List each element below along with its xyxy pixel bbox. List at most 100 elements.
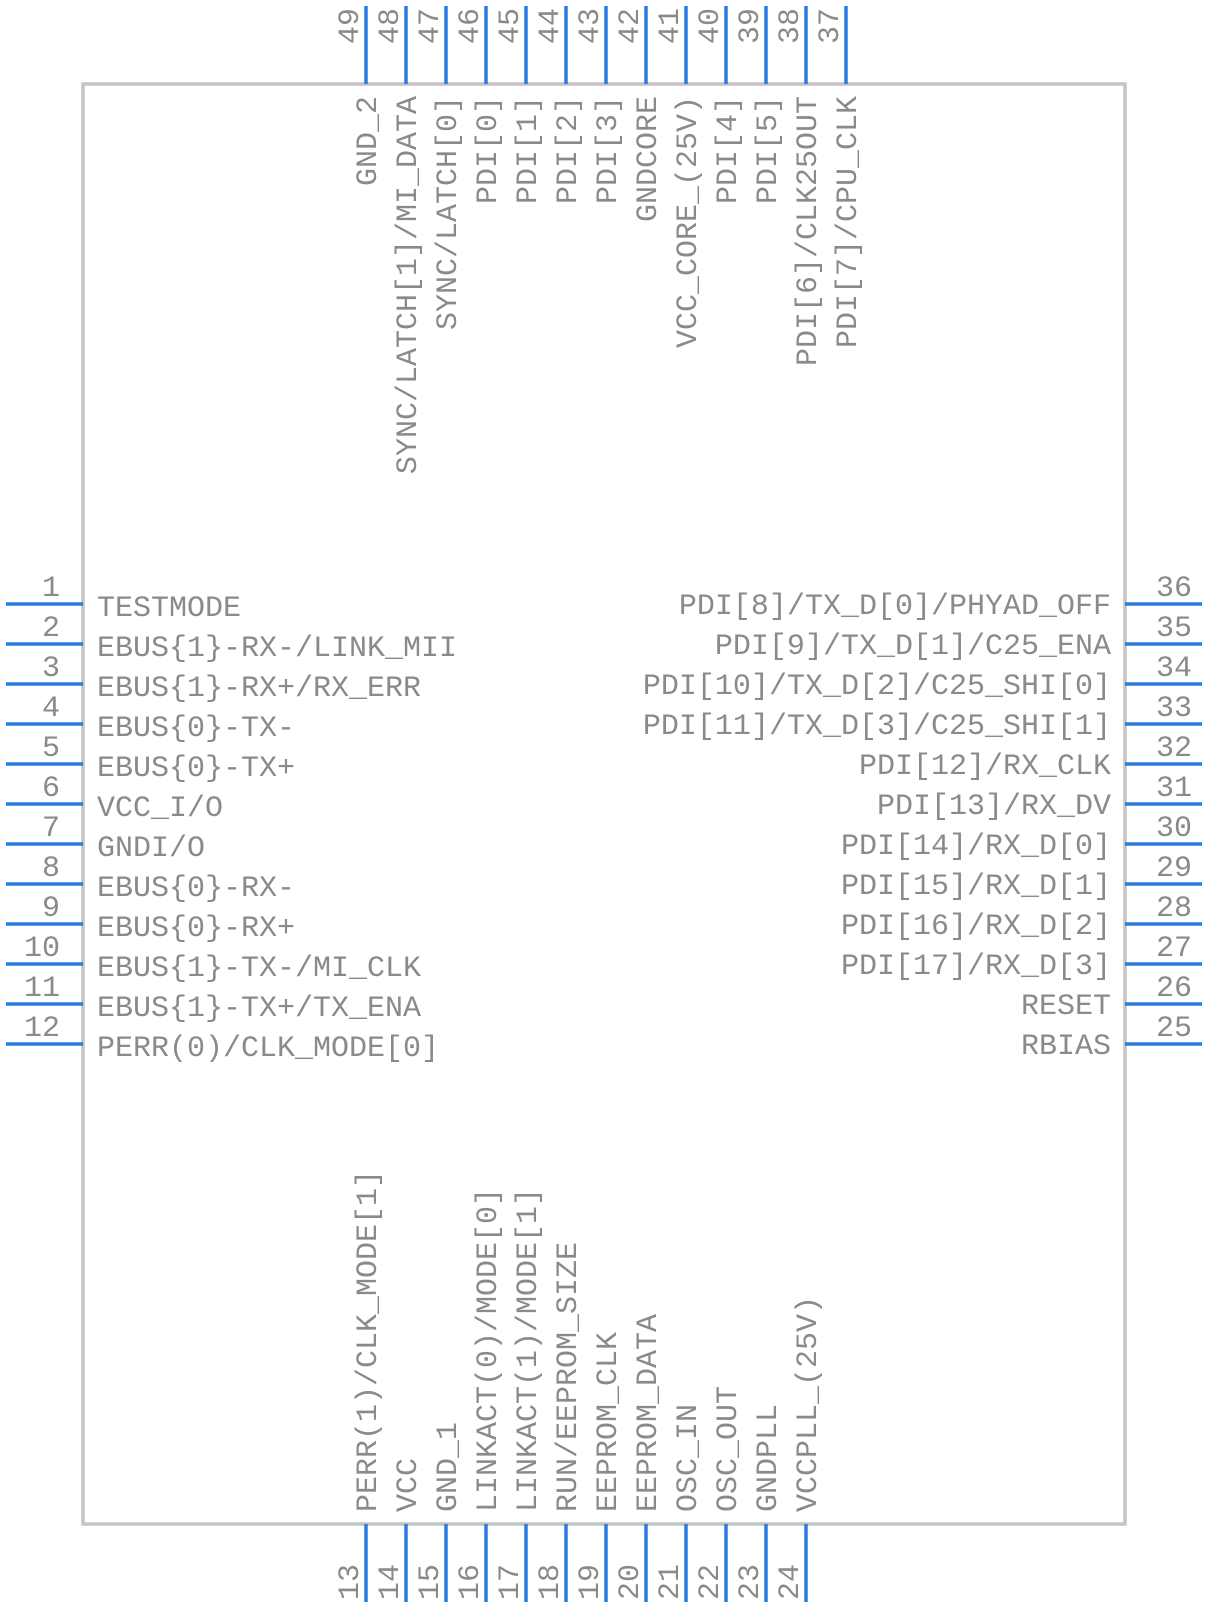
pin-13-label: PERR(1)/CLK_MODE[1] bbox=[352, 1170, 386, 1512]
pin-35-label: PDI[9]/TX_D[1]/C25_ENA bbox=[715, 630, 1111, 664]
pin-21-label: OSC_IN bbox=[672, 1404, 706, 1512]
pin-12-number: 12 bbox=[24, 1012, 60, 1046]
pin-9-label: EBUS{0}-RX+ bbox=[97, 912, 295, 946]
pin-23-label: GNDPLL bbox=[752, 1404, 786, 1512]
pin-32-label: PDI[12]/RX_CLK bbox=[859, 750, 1111, 784]
pin-19-number: 19 bbox=[574, 1564, 608, 1600]
pin-41-number: 41 bbox=[654, 8, 688, 44]
pin-35-number: 35 bbox=[1156, 612, 1192, 646]
pin-21-number: 21 bbox=[654, 1564, 688, 1600]
pin-33-label: PDI[11]/TX_D[3]/C25_SHI[1] bbox=[643, 710, 1111, 744]
pin-8-number: 8 bbox=[42, 852, 60, 886]
pin-43-label: PDI[3] bbox=[592, 96, 626, 204]
pin-16-label: LINKACT(0)/MODE[0] bbox=[472, 1188, 506, 1512]
pin-29-label: PDI[15]/RX_D[1] bbox=[841, 870, 1111, 904]
pin-20-label: EEPROM_DATA bbox=[632, 1314, 666, 1512]
pin-46-label: PDI[0] bbox=[472, 96, 506, 204]
pin-30-number: 30 bbox=[1156, 812, 1192, 846]
pin-13-number: 13 bbox=[334, 1564, 368, 1600]
pin-42-number: 42 bbox=[614, 8, 648, 44]
pin-16-number: 16 bbox=[454, 1564, 488, 1600]
pin-19-label: EEPROM_CLK bbox=[592, 1332, 626, 1512]
pin-44-label: PDI[2] bbox=[552, 96, 586, 204]
pin-12-label: PERR(0)/CLK_MODE[0] bbox=[97, 1032, 439, 1066]
pin-38-label: PDI[6]/CLK25OUT bbox=[792, 96, 826, 366]
pin-4-label: EBUS{0}-TX- bbox=[97, 712, 295, 746]
pin-5-label: EBUS{0}-TX+ bbox=[97, 752, 295, 786]
pin-34-label: PDI[10]/TX_D[2]/C25_SHI[0] bbox=[643, 670, 1111, 704]
pin-9-number: 9 bbox=[42, 892, 60, 926]
pin-41-label: VCC_CORE_(25V) bbox=[672, 96, 706, 348]
pin-45-label: PDI[1] bbox=[512, 96, 546, 204]
pin-17-label: LINKACT(1)/MODE[1] bbox=[512, 1188, 546, 1512]
pin-26-number: 26 bbox=[1156, 972, 1192, 1006]
pin-17-number: 17 bbox=[494, 1564, 528, 1600]
pin-7-label: GNDI/O bbox=[97, 832, 205, 866]
pin-2-label: EBUS{1}-RX-/LINK_MII bbox=[97, 632, 457, 666]
pin-49-label: GND_2 bbox=[352, 96, 386, 186]
pin-31-label: PDI[13]/RX_DV bbox=[877, 790, 1111, 824]
pin-18-label: RUN/EEPROM_SIZE bbox=[552, 1242, 586, 1512]
pin-27-label: PDI[17]/RX_D[3] bbox=[841, 950, 1111, 984]
pin-47-number: 47 bbox=[414, 8, 448, 44]
pin-42-label: GNDCORE bbox=[632, 96, 666, 222]
pin-27-number: 27 bbox=[1156, 932, 1192, 966]
pin-18-number: 18 bbox=[534, 1564, 568, 1600]
pin-11-number: 11 bbox=[24, 972, 60, 1006]
pin-1-label: TESTMODE bbox=[97, 592, 241, 626]
pin-25-number: 25 bbox=[1156, 1012, 1192, 1046]
pin-31-number: 31 bbox=[1156, 772, 1192, 806]
pin-22-label: OSC_OUT bbox=[712, 1386, 746, 1512]
pin-39-number: 39 bbox=[734, 8, 768, 44]
pin-47-label: SYNC/LATCH[0] bbox=[432, 96, 466, 330]
pin-25-label: RBIAS bbox=[1021, 1030, 1111, 1064]
pin-11-label: EBUS{1}-TX+/TX_ENA bbox=[97, 992, 421, 1026]
pin-23-number: 23 bbox=[734, 1564, 768, 1600]
pin-38-number: 38 bbox=[774, 8, 808, 44]
pin-29-number: 29 bbox=[1156, 852, 1192, 886]
pin-6-number: 6 bbox=[42, 772, 60, 806]
pin-5-number: 5 bbox=[42, 732, 60, 766]
pin-45-number: 45 bbox=[494, 8, 528, 44]
pin-30-label: PDI[14]/RX_D[0] bbox=[841, 830, 1111, 864]
pin-14-number: 14 bbox=[374, 1564, 408, 1600]
pin-24-number: 24 bbox=[774, 1564, 808, 1600]
pin-36-label: PDI[8]/TX_D[0]/PHYAD_OFF bbox=[679, 590, 1111, 624]
pin-26-label: RESET bbox=[1021, 990, 1111, 1024]
pin-40-number: 40 bbox=[694, 8, 728, 44]
pin-20-number: 20 bbox=[614, 1564, 648, 1600]
pin-22-number: 22 bbox=[694, 1564, 728, 1600]
pin-14-label: VCC bbox=[392, 1458, 426, 1512]
pin-32-number: 32 bbox=[1156, 732, 1192, 766]
pin-48-label: SYNC/LATCH[1]/MI_DATA bbox=[392, 96, 426, 474]
pin-28-label: PDI[16]/RX_D[2] bbox=[841, 910, 1111, 944]
pin-37-label: PDI[7]/CPU_CLK bbox=[832, 96, 866, 348]
pin-40-label: PDI[4] bbox=[712, 96, 746, 204]
pin-37-number: 37 bbox=[814, 8, 848, 44]
pin-24-label: VCCPLL_(25V) bbox=[792, 1296, 826, 1512]
pin-6-label: VCC_I/O bbox=[97, 792, 223, 826]
pin-49-number: 49 bbox=[334, 8, 368, 44]
pin-2-number: 2 bbox=[42, 612, 60, 646]
pin-44-number: 44 bbox=[534, 8, 568, 44]
pin-43-number: 43 bbox=[574, 8, 608, 44]
pin-7-number: 7 bbox=[42, 812, 60, 846]
pin-36-number: 36 bbox=[1156, 572, 1192, 606]
pin-34-number: 34 bbox=[1156, 652, 1192, 686]
pin-3-number: 3 bbox=[42, 652, 60, 686]
pin-15-number: 15 bbox=[414, 1564, 448, 1600]
pin-10-label: EBUS{1}-TX-/MI_CLK bbox=[97, 952, 421, 986]
pin-15-label: GND_1 bbox=[432, 1422, 466, 1512]
pin-48-number: 48 bbox=[374, 8, 408, 44]
pin-39-label: PDI[5] bbox=[752, 96, 786, 204]
pin-8-label: EBUS{0}-RX- bbox=[97, 872, 295, 906]
pin-33-number: 33 bbox=[1156, 692, 1192, 726]
pin-46-number: 46 bbox=[454, 8, 488, 44]
pin-28-number: 28 bbox=[1156, 892, 1192, 926]
pin-4-number: 4 bbox=[42, 692, 60, 726]
pin-1-number: 1 bbox=[42, 572, 60, 606]
pin-3-label: EBUS{1}-RX+/RX_ERR bbox=[97, 672, 421, 706]
pin-10-number: 10 bbox=[24, 932, 60, 966]
